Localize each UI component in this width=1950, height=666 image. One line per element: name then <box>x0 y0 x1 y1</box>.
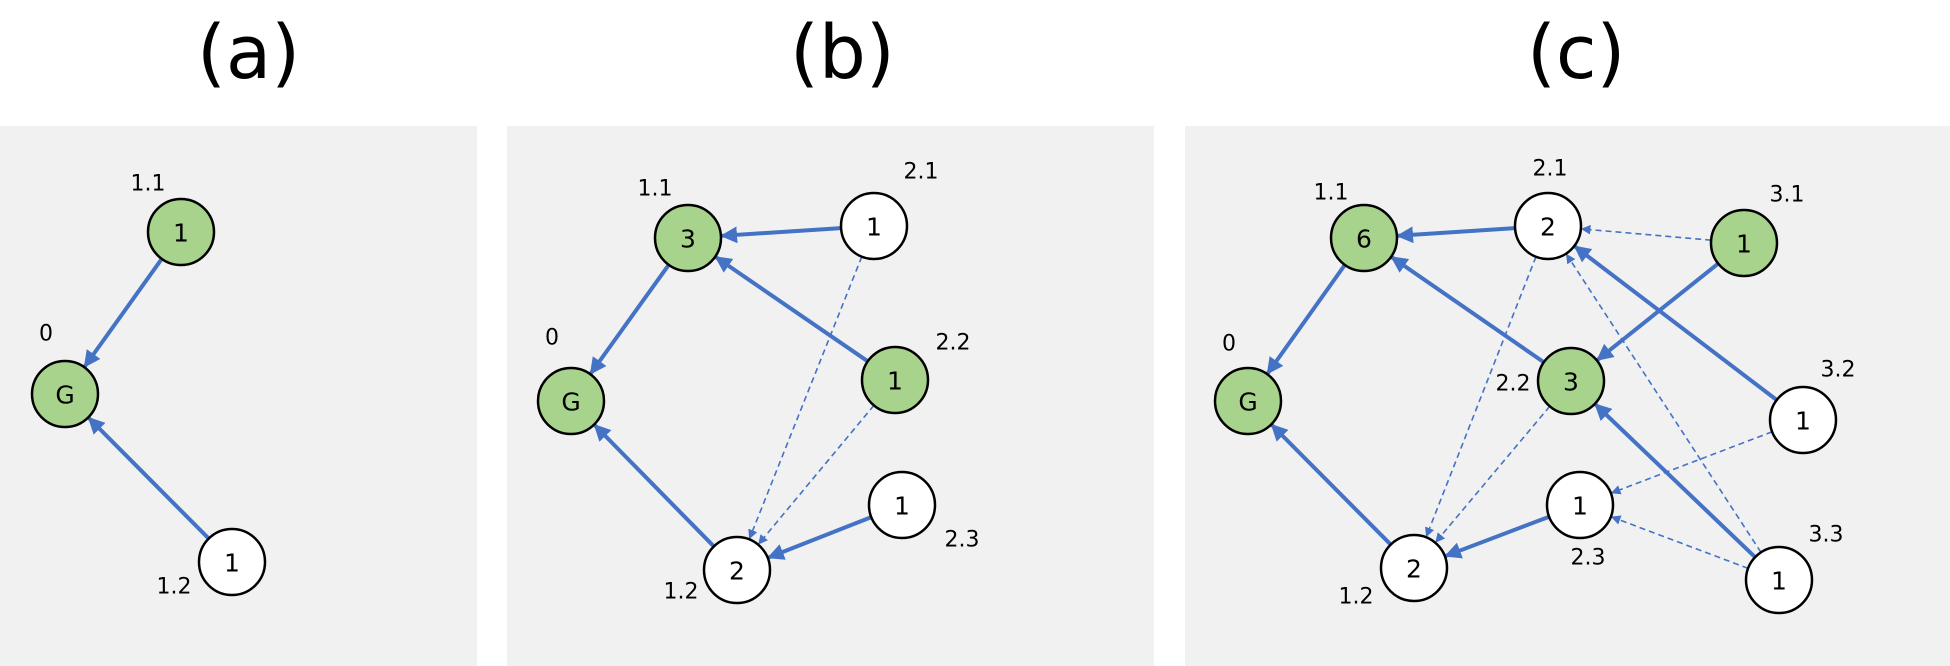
node-label: 2.2 <box>1496 372 1531 397</box>
node-label: 1.2 <box>664 580 699 605</box>
graph-node-a_g: G0 <box>30 322 100 429</box>
solid-edge-c_22-to-c_11 <box>1390 255 1545 364</box>
node-circle <box>839 191 909 261</box>
node-label: 1.2 <box>1339 585 1374 610</box>
node-circle <box>860 345 930 415</box>
node-label: 0 <box>39 322 53 347</box>
node-value: 2 <box>729 557 745 586</box>
graph-node-b_12: 21.2 <box>664 535 772 605</box>
node-circle <box>1213 366 1283 436</box>
node-circle <box>1545 470 1615 540</box>
graph-node-b_11: 31.1 <box>638 177 723 273</box>
node-label: 0 <box>1222 332 1236 357</box>
solid-edge-b_11-to-b_g <box>589 263 671 375</box>
graph-node-b_21: 12.1 <box>839 160 939 261</box>
node-value: 1 <box>887 367 903 396</box>
dashed-edge-b_22-to-b_12 <box>758 404 875 545</box>
node-circle <box>1768 385 1838 455</box>
node-value: 1 <box>173 219 189 248</box>
solid-edge-a_11-to-a_g <box>83 257 164 368</box>
node-circle <box>536 366 606 436</box>
graph-node-c_12: 21.2 <box>1339 533 1449 610</box>
graph-node-c_g: G0 <box>1213 332 1283 436</box>
solid-edge-c_21-to-c_11 <box>1396 226 1516 244</box>
node-circle <box>197 527 267 597</box>
node-label: 3.3 <box>1809 523 1844 548</box>
graph-node-b_23: 12.3 <box>867 470 980 553</box>
node-label: 2.2 <box>936 331 971 356</box>
solid-edge-c_33-to-c_22 <box>1594 403 1757 559</box>
dashed-edge-c_33-to-c_23 <box>1610 515 1749 570</box>
node-value: 2 <box>1540 213 1556 242</box>
node-value: 1 <box>1771 567 1787 596</box>
solid-edge-c_32-to-c_21 <box>1573 244 1778 402</box>
node-label: 0 <box>545 326 559 351</box>
node-circle <box>1329 203 1399 273</box>
graph-node-b_g: G0 <box>536 326 606 436</box>
node-circle <box>653 203 723 273</box>
solid-edge-c_12-to-c_g <box>1270 423 1393 547</box>
node-value: 3 <box>1563 368 1579 397</box>
dashed-edge-c_31-to-c_21 <box>1580 224 1712 241</box>
graph-node-c_21: 22.1 <box>1513 157 1583 261</box>
node-label: 3.2 <box>1821 358 1856 383</box>
graph-node-c_23: 12.3 <box>1545 470 1615 571</box>
dashed-edge-c_32-to-c_23 <box>1610 431 1773 495</box>
node-value: 1 <box>1572 492 1588 521</box>
node-value: 6 <box>1356 225 1372 254</box>
node-label: 1.2 <box>157 575 192 600</box>
dashed-edge-c_21-to-c_12 <box>1425 256 1537 538</box>
solid-edge-b_12-to-b_g <box>593 423 716 548</box>
node-value: G <box>55 381 74 410</box>
node-label: 2.1 <box>1533 157 1568 182</box>
graph-node-c_31: 13.1 <box>1709 183 1805 278</box>
node-value: 1 <box>894 492 910 521</box>
graph-node-c_22: 32.2 <box>1496 346 1606 416</box>
node-value: 3 <box>680 225 696 254</box>
graph-node-c_11: 61.1 <box>1314 181 1399 273</box>
node-label: 2.3 <box>1571 546 1606 571</box>
graph-node-b_22: 12.2 <box>860 331 971 415</box>
graph-node-a_12: 11.2 <box>157 527 267 600</box>
node-value: 1 <box>1736 230 1752 259</box>
node-value: 2 <box>1406 555 1422 584</box>
solid-edge-a_12-to-a_g <box>87 416 211 541</box>
graph-node-c_33: 13.3 <box>1744 523 1844 615</box>
node-circle <box>1709 208 1779 278</box>
graph-node-a_11: 11.1 <box>131 172 216 267</box>
solid-edge-b_22-to-b_11 <box>714 255 869 363</box>
node-circle <box>1536 346 1606 416</box>
node-circle <box>1379 533 1449 603</box>
solid-edge-c_23-to-c_12 <box>1444 514 1550 559</box>
node-circle <box>1744 545 1814 615</box>
node-circle <box>867 470 937 540</box>
node-label: 2.3 <box>945 528 980 553</box>
node-value: G <box>561 388 580 417</box>
solid-edge-c_11-to-c_g <box>1266 263 1347 375</box>
node-label: 2.1 <box>904 160 939 185</box>
node-label: 1.1 <box>131 172 166 197</box>
panel-b <box>507 126 1154 666</box>
graph-node-c_32: 13.2 <box>1768 358 1856 455</box>
node-value: G <box>1238 388 1257 417</box>
dashed-edge-b_21-to-b_12 <box>748 256 863 540</box>
solid-edge-b_21-to-b_11 <box>720 226 842 244</box>
node-value: 1 <box>224 549 240 578</box>
solid-edge-b_23-to-b_12 <box>767 515 873 560</box>
node-circle <box>1513 191 1583 261</box>
node-circle <box>30 359 100 429</box>
node-value: 1 <box>866 213 882 242</box>
node-value: 1 <box>1795 407 1811 436</box>
node-label: 1.1 <box>1314 181 1349 206</box>
node-circle <box>702 535 772 605</box>
node-circle <box>146 197 216 267</box>
node-label: 3.1 <box>1770 183 1805 208</box>
node-label: 1.1 <box>638 177 673 202</box>
